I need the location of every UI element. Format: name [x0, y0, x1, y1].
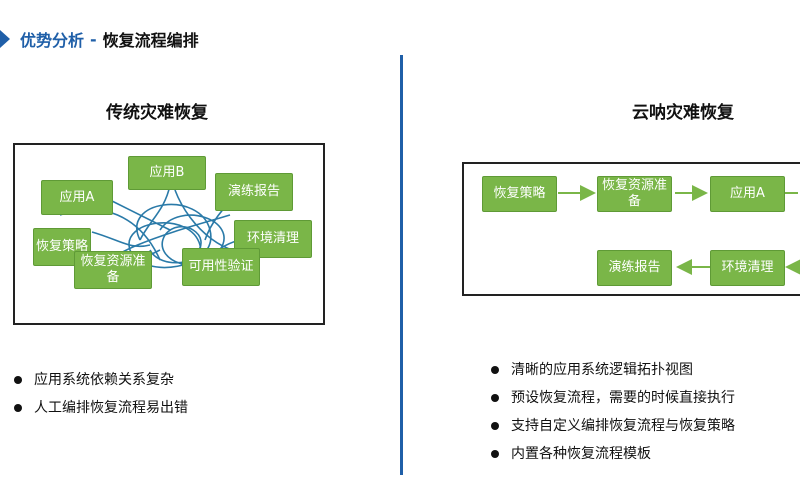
- list-item: 支持自定义编排恢复流程与恢复策略: [487, 418, 735, 434]
- left-node-drill-report: 演练报告: [215, 173, 293, 211]
- header-separator: -: [90, 29, 97, 49]
- page-header: 优势分析 - 恢复流程编排: [0, 22, 199, 56]
- list-item: 清晰的应用系统逻辑拓扑视图: [487, 362, 735, 378]
- vertical-divider: [400, 55, 403, 475]
- right-node-strategy: 恢复策略: [482, 176, 557, 212]
- list-item: 预设恢复流程，需要的时候直接执行: [487, 390, 735, 406]
- left-node-app-a: 应用A: [41, 180, 113, 215]
- left-bullet-list: 应用系统依赖关系复杂 人工编排恢复流程易出错: [10, 372, 188, 428]
- bullet-dot-icon: [491, 366, 499, 374]
- bullet-dot-icon: [491, 422, 499, 430]
- right-node-env-clean: 环境清理: [710, 250, 785, 286]
- chevron-right-icon: [0, 30, 10, 48]
- right-node-drill-report: 演练报告: [597, 250, 672, 286]
- left-node-resource-prep: 恢复资源准备: [74, 251, 152, 289]
- bullet-dot-icon: [14, 376, 22, 384]
- header-prefix: 优势分析: [20, 31, 85, 50]
- left-node-env-clean: 环境清理: [234, 220, 312, 258]
- left-node-app-b: 应用B: [128, 156, 206, 190]
- bullet-dot-icon: [491, 394, 499, 402]
- list-item: 人工编排恢复流程易出错: [10, 400, 188, 416]
- list-item: 应用系统依赖关系复杂: [10, 372, 188, 388]
- right-section-title: 云呐灾难恢复: [632, 103, 734, 123]
- right-bullet-list: 清晰的应用系统逻辑拓扑视图 预设恢复流程，需要的时候直接执行 支持自定义编排恢复…: [487, 362, 735, 474]
- bullet-dot-icon: [14, 404, 22, 412]
- bullet-dot-icon: [491, 450, 499, 458]
- right-node-resource-prep: 恢复资源准备: [597, 176, 672, 212]
- list-item: 内置各种恢复流程模板: [487, 446, 735, 462]
- left-section-title: 传统灾难恢复: [106, 103, 208, 123]
- right-node-app-a: 应用A: [710, 176, 785, 212]
- page-title: 恢复流程编排: [102, 31, 199, 50]
- left-node-availability: 可用性验证: [182, 248, 260, 286]
